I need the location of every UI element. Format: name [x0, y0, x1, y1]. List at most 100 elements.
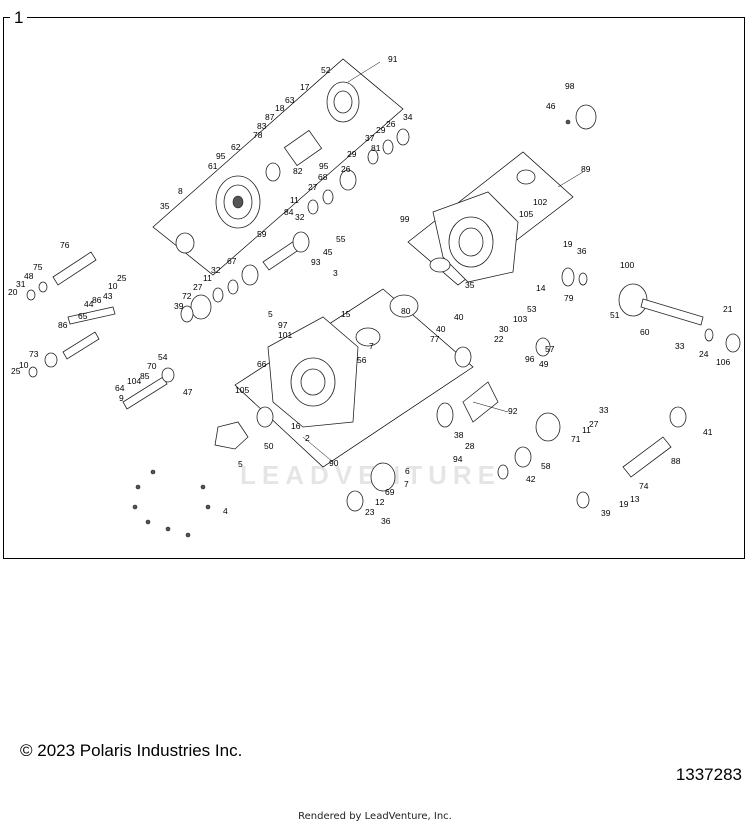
- callout-71: 71: [571, 434, 581, 444]
- callout-26: 26: [386, 119, 396, 129]
- callout-106: 106: [716, 357, 730, 367]
- callout-11: 11: [290, 195, 299, 205]
- callout-7: 7: [404, 479, 409, 489]
- callout-78: 78: [253, 130, 263, 140]
- callout-80: 80: [401, 306, 411, 316]
- lower-gears: [346, 337, 687, 512]
- callout-100: 100: [620, 260, 634, 270]
- callout-40: 40: [436, 324, 446, 334]
- callout-17: 17: [300, 82, 310, 92]
- callout-60: 60: [640, 327, 650, 337]
- callout-66: 66: [257, 359, 267, 369]
- gear-case: [256, 294, 419, 428]
- callout-31: 31: [16, 279, 26, 289]
- callout-65: 65: [78, 311, 88, 321]
- case-half: [429, 104, 597, 283]
- group-box-90: [234, 288, 474, 468]
- callout-94: 94: [453, 454, 463, 464]
- callout-38: 38: [454, 430, 464, 440]
- callout-76: 76: [60, 240, 70, 250]
- callout-68: 68: [318, 172, 328, 182]
- callout-9: 9: [119, 393, 124, 403]
- callout-44: 44: [84, 299, 94, 309]
- output-shaft: [561, 267, 741, 353]
- callout-77: 77: [430, 334, 440, 344]
- exploded-parts-diagram: 9152171863878378629595826183534262937812…: [8, 54, 741, 538]
- callout-54: 54: [158, 352, 168, 362]
- callout-6: 6: [405, 466, 410, 476]
- callout-103: 103: [513, 314, 527, 324]
- callout-56: 56: [357, 355, 367, 365]
- callout-79: 79: [564, 293, 574, 303]
- callout-70: 70: [147, 361, 157, 371]
- callout-86: 86: [92, 295, 102, 305]
- callout-35: 35: [465, 280, 475, 290]
- callout-81: 81: [371, 143, 381, 153]
- callout-82: 82: [293, 166, 303, 176]
- callout-labels: 9152171863878378629595826183534262937812…: [8, 54, 733, 526]
- callout-32: 32: [211, 265, 221, 275]
- callout-36: 36: [577, 246, 587, 256]
- callout-11: 11: [582, 425, 591, 435]
- callout-51: 51: [610, 310, 620, 320]
- callout-24: 24: [699, 349, 709, 359]
- callout-92: 92: [508, 406, 518, 416]
- callout-2: 2: [305, 433, 310, 443]
- callout-33: 33: [675, 341, 685, 351]
- callout-91: 91: [388, 54, 398, 64]
- callout-47: 47: [183, 387, 193, 397]
- callout-75: 75: [33, 262, 43, 272]
- shift-linkage: [26, 251, 175, 410]
- watermark: LEADVENTURE: [240, 460, 502, 490]
- callout-21: 21: [723, 304, 733, 314]
- callout-55: 55: [336, 234, 346, 244]
- callout-8: 8: [178, 186, 183, 196]
- callout-41: 41: [703, 427, 713, 437]
- callout-42: 42: [526, 474, 536, 484]
- callout-43: 43: [103, 291, 113, 301]
- callout-37: 37: [365, 133, 375, 143]
- callout-45: 45: [323, 247, 333, 257]
- figure-number: 1: [10, 9, 28, 26]
- callout-74: 74: [639, 481, 649, 491]
- callout-83: 83: [257, 121, 267, 131]
- callout-30: 30: [499, 324, 509, 334]
- callout-85: 85: [140, 371, 150, 381]
- callout-25: 25: [11, 366, 21, 376]
- callout-101: 101: [278, 330, 292, 340]
- diagram-part-number: 1337283: [675, 765, 742, 784]
- callout-95: 95: [319, 161, 329, 171]
- callout-72: 72: [182, 291, 192, 301]
- callout-67: 67: [227, 256, 237, 266]
- callout-84: 84: [284, 207, 294, 217]
- callout-11: 11: [203, 273, 212, 283]
- callout-4: 4: [223, 506, 228, 516]
- callout-88: 88: [671, 456, 681, 466]
- leader-lines: [302, 61, 584, 463]
- callout-27: 27: [589, 419, 599, 429]
- callout-57: 57: [545, 344, 555, 354]
- callout-5: 5: [268, 309, 273, 319]
- callout-63: 63: [285, 95, 295, 105]
- callout-99: 99: [400, 214, 410, 224]
- callout-32: 32: [295, 212, 305, 222]
- callout-89: 89: [581, 164, 591, 174]
- callout-49: 49: [539, 359, 549, 369]
- rendered-by-credit: Rendered by LeadVenture, Inc.: [298, 811, 452, 822]
- callout-90: 90: [329, 458, 339, 468]
- callout-25: 25: [117, 273, 127, 283]
- callout-39: 39: [174, 301, 184, 311]
- pinion-shaft: [180, 231, 310, 323]
- callout-95: 95: [216, 151, 226, 161]
- copyright-notice: © 2023 Polaris Industries Inc.: [20, 741, 243, 760]
- callout-3: 3: [333, 268, 338, 278]
- callout-39: 39: [601, 508, 611, 518]
- callout-50: 50: [264, 441, 274, 451]
- callout-10: 10: [19, 360, 29, 370]
- ring-gear-assembly: [175, 81, 410, 254]
- callout-29: 29: [347, 149, 357, 159]
- callout-14: 14: [536, 283, 546, 293]
- callout-104: 104: [127, 376, 141, 386]
- callout-86: 86: [58, 320, 68, 330]
- callout-93: 93: [311, 257, 321, 267]
